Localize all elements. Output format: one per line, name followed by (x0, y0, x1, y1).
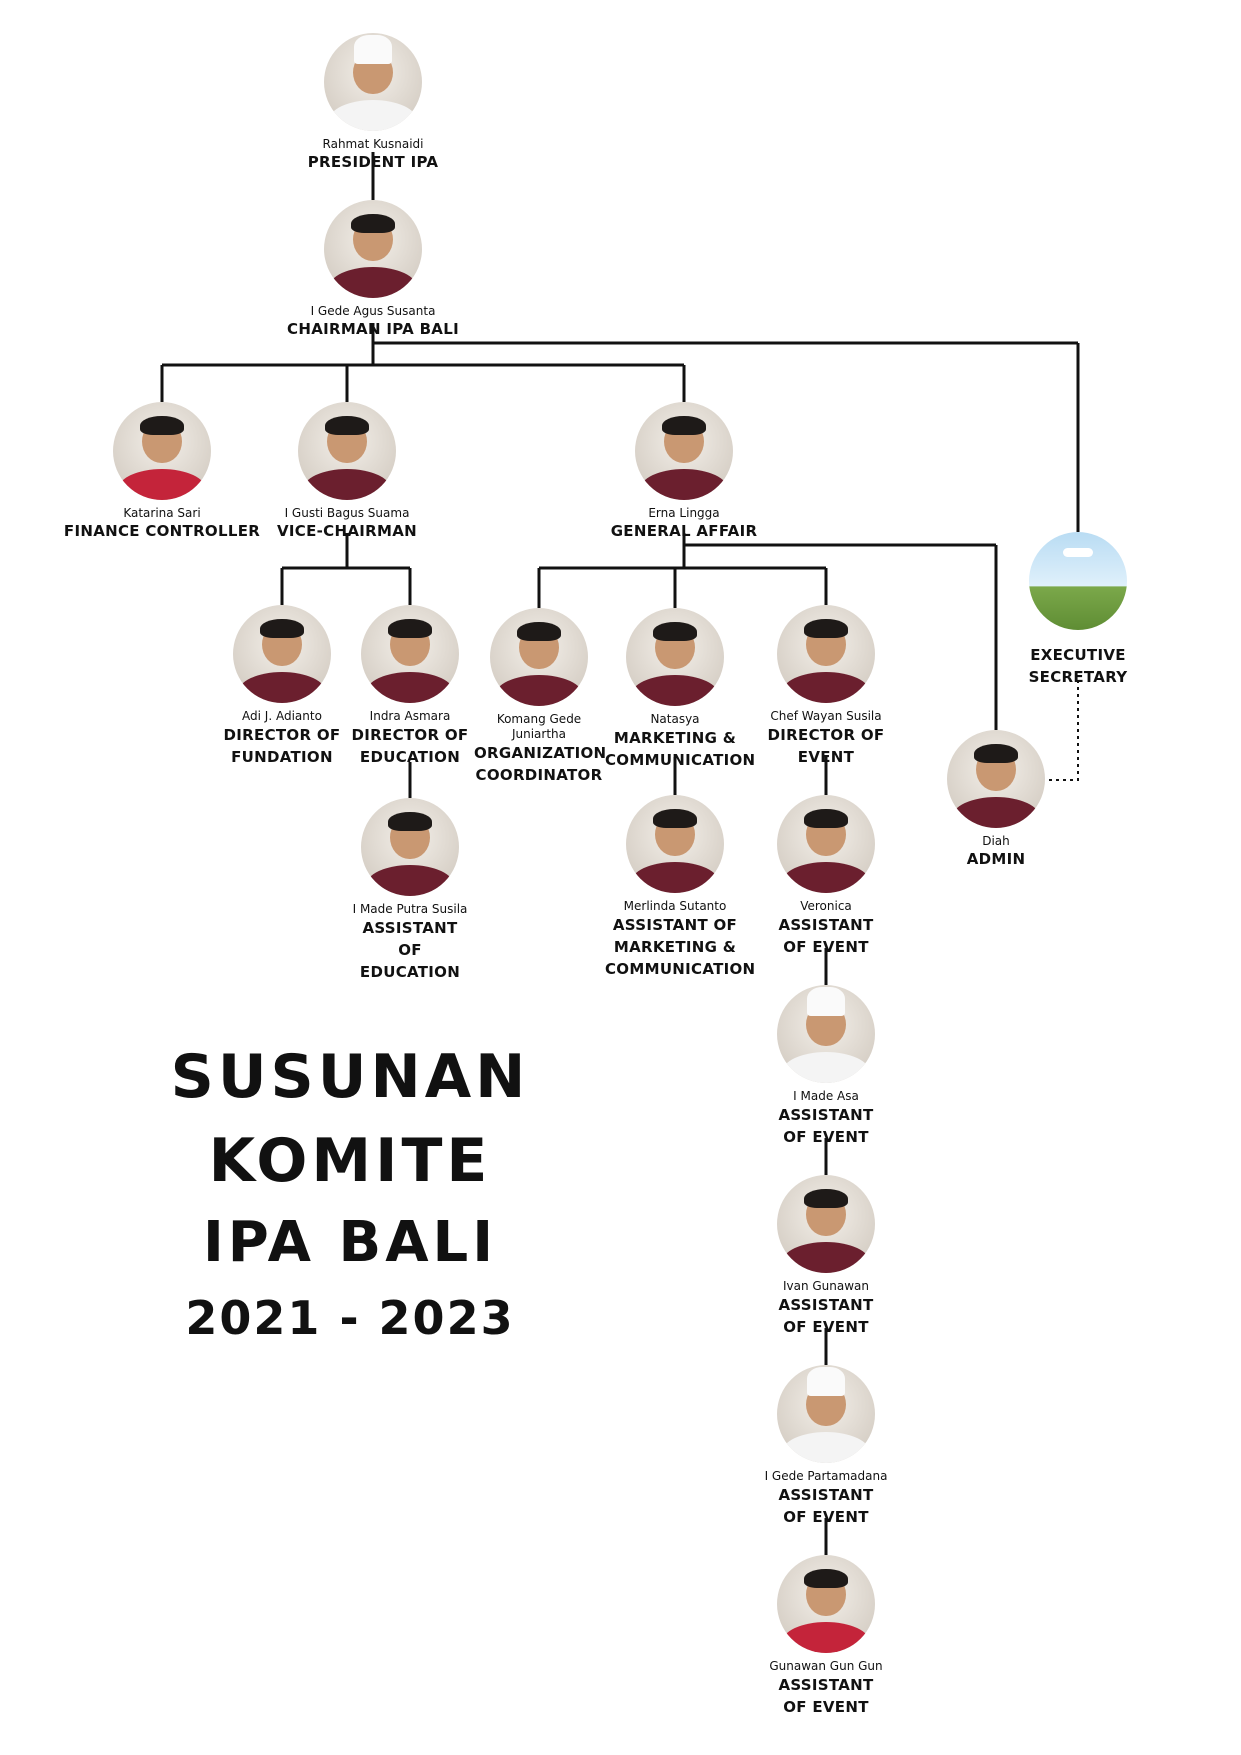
person-role: ADMIN (966, 850, 1026, 868)
person-name: I Gusti Bagus Suama (284, 506, 410, 520)
node-director-fundation: Adi J. Adianto DIRECTOR OF FUNDATION (172, 605, 392, 768)
title-period: 2021 - 2023 (185, 1291, 515, 1345)
person-role: DIRECTOR OF FUNDATION (223, 726, 341, 766)
avatar (626, 608, 724, 706)
person-role: DIRECTOR OF EDUCATION (351, 726, 469, 766)
person-role: MARKETING & COMMUNICATION (605, 729, 756, 769)
avatar (490, 608, 588, 706)
person-name: Adi J. Adianto (242, 709, 322, 723)
avatar (113, 402, 211, 500)
avatar (777, 1175, 875, 1273)
person-name: Ivan Gunawan (782, 1279, 870, 1293)
person-name: Veronica (800, 899, 852, 913)
person-name: Diah (982, 834, 1010, 848)
node-director-education: Indra Asmara DIRECTOR OF EDUCATION (300, 605, 520, 768)
node-director-event: Chef Wayan Susila DIRECTOR OF EVENT (716, 605, 936, 768)
avatar (626, 795, 724, 893)
node-marketing: Natasya MARKETING & COMMUNICATION (565, 608, 785, 771)
person-role: ASSISTANT OF EVENT (778, 1486, 874, 1526)
person-role: VICE-CHAIRMAN (277, 522, 417, 540)
avatar (777, 1365, 875, 1463)
node-assistant-event-1: Veronica ASSISTANT OF EVENT (716, 795, 936, 958)
person-role: ASSISTANT OF EVENT (778, 1106, 874, 1146)
avatar (361, 798, 459, 896)
person-role: ORGANIZATION COORDINATOR (474, 744, 607, 784)
dotted-connector (1045, 680, 1079, 781)
avatar (777, 985, 875, 1083)
node-assistant-event-2: I Made Asa ASSISTANT OF EVENT (716, 985, 936, 1148)
person-name: I Made Asa (793, 1089, 859, 1103)
avatar (298, 402, 396, 500)
person-name: I Gede Agus Susanta (310, 304, 436, 318)
node-finance: Katarina Sari FINANCE CONTROLLER (52, 402, 272, 541)
person-role: ASSISTANT OF EDUCATION (359, 919, 461, 981)
node-general-affair: Erna Lingga GENERAL AFFAIR (574, 402, 794, 541)
person-name: Chef Wayan Susila (770, 709, 882, 723)
avatar (635, 402, 733, 500)
avatar (324, 33, 422, 131)
person-role: ASSISTANT OF EVENT (778, 916, 874, 956)
person-role: ASSISTANT OF EVENT (778, 1296, 874, 1336)
person-name: Katarina Sari (123, 506, 201, 520)
person-name: I Made Putra Susila (352, 902, 468, 916)
avatar (777, 795, 875, 893)
person-role: ASSISTANT OF MARKETING & COMMUNICATION (605, 916, 756, 978)
avatar (947, 730, 1045, 828)
avatar (777, 605, 875, 703)
node-chairman: I Gede Agus Susanta CHAIRMAN IPA BALI (263, 200, 483, 339)
person-role: CHAIRMAN IPA BALI (287, 320, 459, 338)
avatar (361, 605, 459, 703)
person-name: Erna Lingga (648, 506, 720, 520)
node-assistant-marketing: Merlinda Sutanto ASSISTANT OF MARKETING … (565, 795, 785, 980)
node-president: Rahmat Kusnaidi PRESIDENT IPA (263, 33, 483, 172)
person-role: EXECUTIVE SECRETARY (1028, 646, 1128, 686)
title-line-2: IPA BALI (202, 1210, 498, 1275)
person-name: I Gede Partamadana (764, 1469, 888, 1483)
node-assistant-education: I Made Putra Susila ASSISTANT OF EDUCATI… (300, 798, 520, 983)
avatar (324, 200, 422, 298)
node-organization-coordinator: Komang Gede Juniartha ORGANIZATION COORD… (429, 608, 649, 786)
person-name: Gunawan Gun Gun (769, 1659, 883, 1673)
person-role: FINANCE CONTROLLER (63, 522, 261, 540)
placeholder-avatar-icon (1029, 532, 1127, 630)
person-role: ASSISTANT OF EVENT (778, 1676, 874, 1716)
avatar (233, 605, 331, 703)
node-assistant-event-5: Gunawan Gun Gun ASSISTANT OF EVENT (716, 1555, 936, 1718)
person-name: Komang Gede Juniartha (496, 712, 582, 741)
node-admin: Diah ADMIN (886, 730, 1106, 869)
person-name: Natasya (650, 712, 700, 726)
person-name: Rahmat Kusnaidi (322, 137, 424, 151)
node-executive-secretary: EXECUTIVE SECRETARY (968, 532, 1188, 688)
person-name: Merlinda Sutanto (623, 899, 727, 913)
person-name: Indra Asmara (369, 709, 451, 723)
chart-title: SUSUNAN KOMITE IPA BALI 2021 - 2023 (40, 1035, 660, 1353)
avatar (777, 1555, 875, 1653)
person-role: PRESIDENT IPA (307, 153, 439, 171)
person-role: GENERAL AFFAIR (610, 522, 758, 540)
node-assistant-event-3: Ivan Gunawan ASSISTANT OF EVENT (716, 1175, 936, 1338)
person-role: DIRECTOR OF EVENT (767, 726, 885, 766)
node-vice-chairman: I Gusti Bagus Suama VICE-CHAIRMAN (237, 402, 457, 541)
title-line-1: SUSUNAN KOMITE (170, 1042, 530, 1196)
node-assistant-event-4: I Gede Partamadana ASSISTANT OF EVENT (716, 1365, 936, 1528)
